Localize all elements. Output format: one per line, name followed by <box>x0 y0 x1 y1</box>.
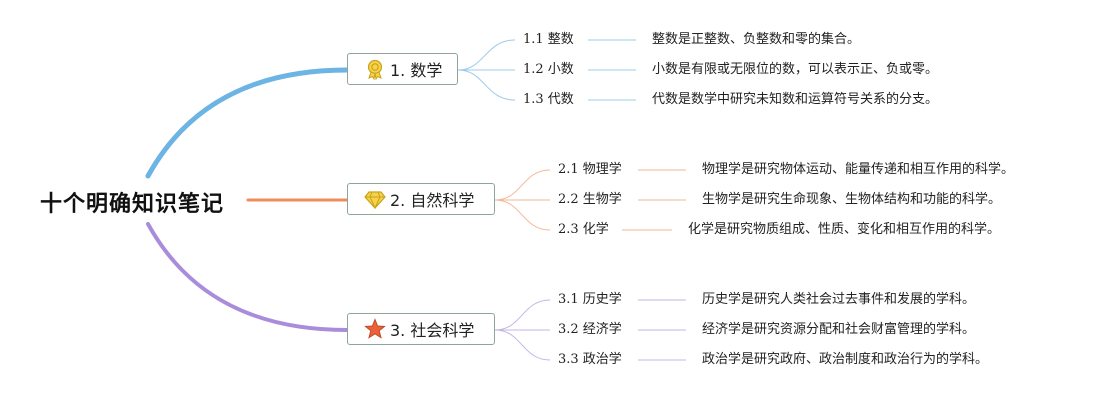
leaf-description: 政治学是研究政府、政治制度和政治行为的学科。 <box>702 352 989 367</box>
branch-math[interactable]: 1. 数学 <box>347 53 458 85</box>
branch-natural-science-label: 2. 自然科学 <box>390 191 475 210</box>
branch-social-science-label: 3. 社会科学 <box>390 321 475 340</box>
branch-natural-science[interactable]: 2. 自然科学 <box>347 183 495 215</box>
root-to-branch-3-line <box>146 222 349 332</box>
leaf-label[interactable]: 2.3 化学 <box>558 222 609 237</box>
branch-2-leaf-1-line <box>494 169 551 201</box>
leaf-label[interactable]: 3.1 历史学 <box>558 292 622 307</box>
leaf-description: 物理学是研究物体运动、能量传递和相互作用的科学。 <box>702 162 1015 177</box>
diamond-icon <box>364 191 386 210</box>
leaf-label[interactable]: 1.3 代数 <box>523 92 574 107</box>
leaf-label[interactable]: 1.2 小数 <box>523 62 574 77</box>
medal-icon <box>367 59 383 80</box>
leaf-description: 化学是研究物质组成、性质、变化和相互作用的科学。 <box>688 222 1001 237</box>
leaf-description: 经济学是研究资源分配和社会财富管理的学科。 <box>702 322 976 337</box>
root-title[interactable]: 十个明确知识笔记 <box>40 192 225 217</box>
leaf-label[interactable]: 3.2 经济学 <box>558 322 622 337</box>
leaf-description: 小数是有限或无限位的数，可以表示正、负或零。 <box>652 62 939 77</box>
leaf-label[interactable]: 2.1 物理学 <box>558 162 622 177</box>
root-to-branch-1-line <box>145 67 350 179</box>
branch-math-label: 1. 数学 <box>390 61 443 80</box>
star-icon <box>364 318 386 339</box>
leaf-label[interactable]: 2.2 生物学 <box>558 192 622 207</box>
leaf-label[interactable]: 1.1 整数 <box>523 32 574 47</box>
leaf-description: 历史学是研究人类社会过去事件和发展的学科。 <box>702 292 976 307</box>
leaf-description: 整数是正整数、负整数和零的集合。 <box>652 32 861 47</box>
branch-2-leaf-3-line <box>494 199 551 231</box>
leaf-description: 生物学是研究生命现象、生物体结构和功能的科学。 <box>702 192 1002 207</box>
branch-social-science[interactable]: 3. 社会科学 <box>347 313 495 345</box>
branch-3-leaf-3-line <box>494 329 551 361</box>
branch-1-leaf-1-line <box>457 39 516 71</box>
branch-1-leaf-3-line <box>457 69 516 101</box>
branch-3-leaf-1-line <box>494 299 551 331</box>
leaf-label[interactable]: 3.3 政治学 <box>558 352 622 367</box>
leaf-description: 代数是数学中研究未知数和运算符号关系的分支。 <box>652 92 939 107</box>
